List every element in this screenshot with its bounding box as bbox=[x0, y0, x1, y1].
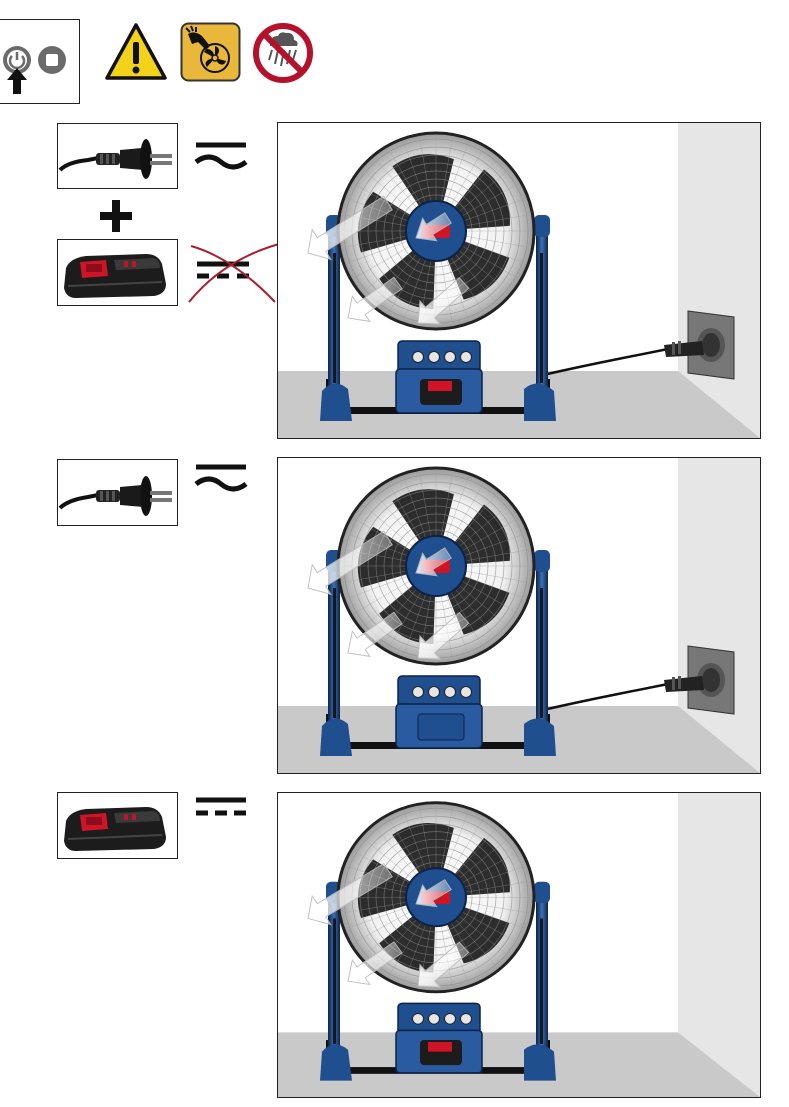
plug-in-socket-icon bbox=[664, 341, 704, 357]
plus-icon bbox=[98, 198, 134, 234]
stop-button-icon bbox=[38, 46, 66, 74]
fan-scene-plug-and-battery bbox=[277, 122, 761, 439]
power-cable bbox=[542, 680, 679, 712]
wall bbox=[678, 793, 760, 1097]
power-button-icon bbox=[3, 46, 31, 74]
mains-plug-icon bbox=[57, 123, 178, 189]
battery-icon bbox=[57, 239, 178, 306]
on-off-switch-box bbox=[0, 19, 80, 104]
inserted-battery-icon bbox=[420, 1040, 462, 1066]
floor bbox=[278, 371, 760, 438]
mains-plug-icon bbox=[57, 459, 178, 526]
plug-in-socket-icon bbox=[664, 676, 704, 692]
power-cable bbox=[542, 345, 679, 377]
warning-icon bbox=[104, 22, 168, 82]
press-arrow-icon bbox=[7, 68, 27, 94]
fan-scene-plug-only bbox=[277, 457, 761, 774]
no-hands-in-fan-icon bbox=[180, 22, 242, 82]
battery-icon bbox=[57, 792, 178, 859]
floor bbox=[278, 1032, 760, 1097]
fan-scene-battery-only bbox=[277, 792, 761, 1098]
dc-symbol-icon bbox=[193, 795, 249, 821]
empty-battery-slot bbox=[417, 713, 465, 741]
inserted-battery-icon bbox=[420, 379, 462, 405]
power-switch-illustration bbox=[3, 46, 66, 94]
dc-symbol-crossed-icon bbox=[183, 240, 283, 306]
floor bbox=[278, 706, 760, 773]
no-rain-icon bbox=[252, 22, 314, 84]
ac-symbol-icon bbox=[193, 462, 249, 498]
wall-socket-icon bbox=[687, 310, 735, 380]
ac-symbol-icon bbox=[193, 140, 249, 176]
wall-socket-icon bbox=[687, 645, 735, 715]
